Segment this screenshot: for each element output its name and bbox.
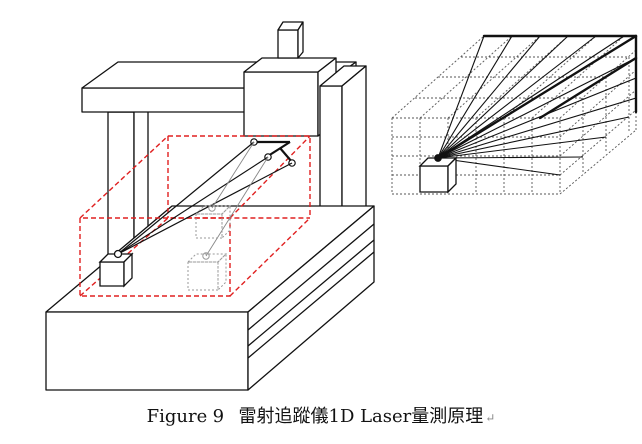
target-cube-ghost-1 bbox=[194, 204, 232, 240]
caption-text: 雷射追蹤儀1D Laser量測原理 bbox=[238, 406, 484, 427]
workspace-box bbox=[79, 135, 311, 297]
target-cube-solid bbox=[98, 249, 134, 288]
carriage-top-block bbox=[277, 29, 299, 59]
cmm-machine bbox=[45, 21, 375, 391]
return-mark-icon: ↵ bbox=[485, 411, 496, 425]
measurement-grid bbox=[391, 35, 637, 195]
caption-number: 9 bbox=[212, 406, 225, 427]
machine-table-side bbox=[247, 205, 375, 391]
origin-cube bbox=[418, 154, 458, 194]
caption-prefix: Figure bbox=[146, 406, 208, 427]
carriage bbox=[243, 71, 319, 137]
tracker-head bbox=[250, 138, 296, 167]
grid-bold-edges bbox=[436, 34, 638, 160]
laser-tracker-diagram bbox=[45, 21, 638, 391]
laser-rays bbox=[437, 35, 637, 176]
laser-beams bbox=[117, 141, 293, 257]
target-cube-ghost-2 bbox=[186, 252, 228, 292]
machine-table-front bbox=[45, 311, 249, 391]
